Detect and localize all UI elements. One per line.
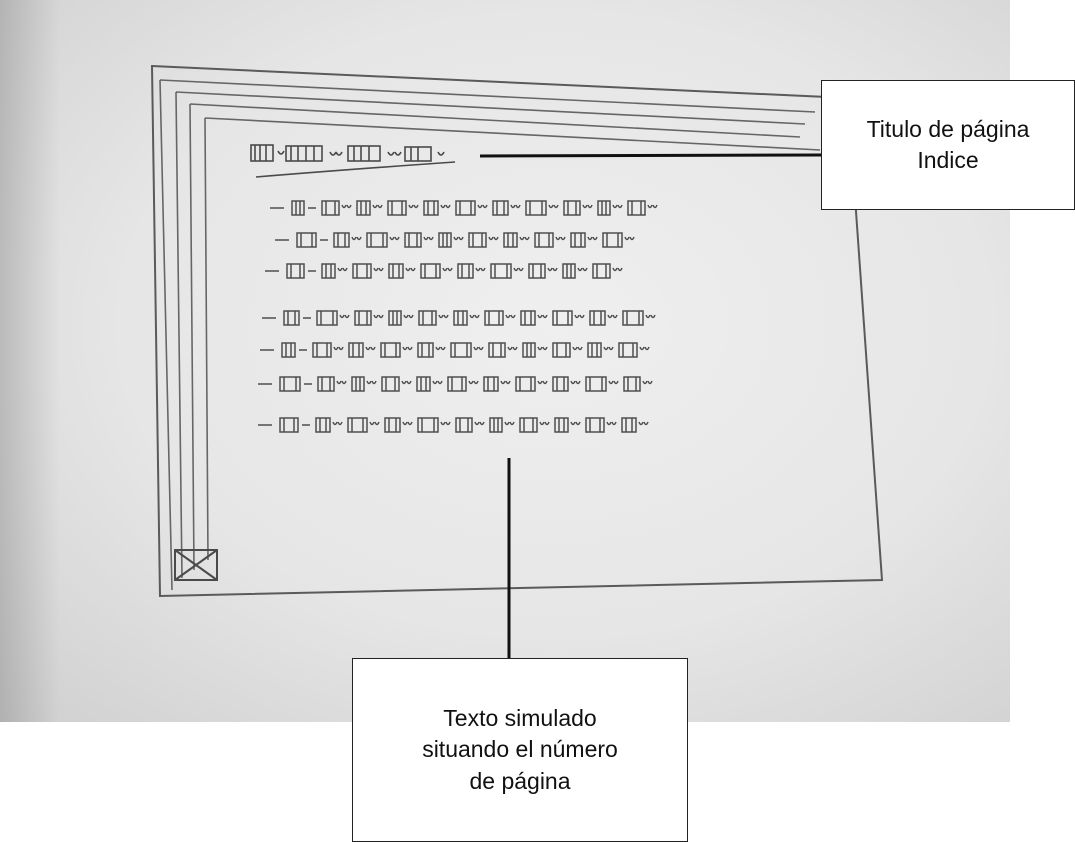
text-callout-line2: situando el número [422,736,618,763]
index-entry [270,200,658,216]
title-callout-line2: Indice [917,147,979,173]
index-entry [262,310,656,326]
text-callout-line1: Texto simulado [443,705,597,732]
frame-line-2 [175,91,806,579]
index-entry [260,342,650,358]
title-callout-line1: Titulo de página [866,115,1030,142]
index-entry [275,232,635,248]
title-leader-line [479,153,822,158]
frame-line-1 [159,79,816,591]
index-entry [258,376,653,392]
title-callout: Titulo de página Indice [821,80,1075,210]
frame-line-4 [204,117,821,561]
image-placeholder-icon [174,549,218,581]
scribbled-title [250,144,456,178]
index-entries [258,200,658,433]
index-entry [265,263,623,279]
page-frame [150,64,884,598]
frame-line-3 [189,103,801,571]
index-entry [258,417,649,433]
photo-shadow [0,0,60,722]
text-callout-line3: de página [469,767,571,794]
title-underline [255,161,456,178]
text-callout: Texto simulado situando el número de pág… [352,658,688,842]
